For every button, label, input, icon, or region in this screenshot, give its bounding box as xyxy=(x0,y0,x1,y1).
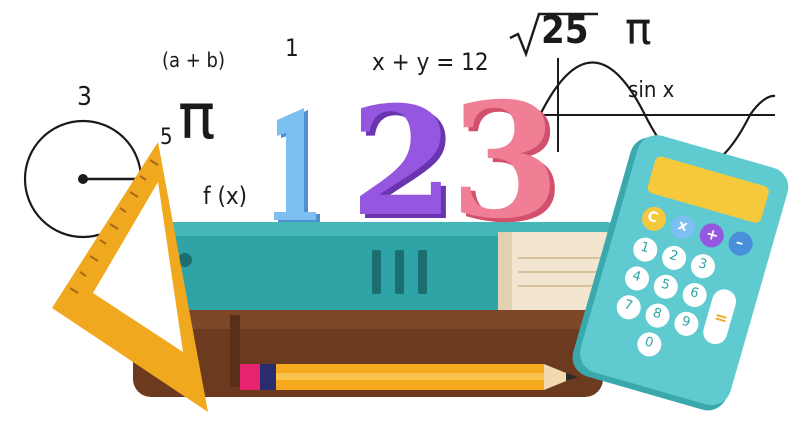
calc-key-5: 5 xyxy=(659,276,672,294)
big-number-three: 3 xyxy=(455,73,565,258)
triangle-ruler xyxy=(52,142,208,412)
calc-key-6: 6 xyxy=(688,284,701,302)
sinx-label: sin x xyxy=(628,78,675,103)
sqrt-sign xyxy=(509,12,598,58)
five-label: 5 xyxy=(160,125,173,150)
ab-label: (a + b) xyxy=(162,48,225,72)
calc-key-3: 3 xyxy=(696,256,709,273)
pi-symbol-left: π xyxy=(178,80,216,153)
svg-text:2: 2 xyxy=(350,74,454,250)
calc-key-8: 8 xyxy=(651,305,664,323)
calc-key-plus: + xyxy=(703,224,721,245)
one-label: 1 xyxy=(285,34,299,62)
illustration-graphics: 2 2 3 3 xyxy=(23,12,789,412)
math-illustration: 2 2 3 3 xyxy=(23,4,789,412)
sqrt-value: 25 xyxy=(541,8,589,52)
calc-key-0: 0 xyxy=(642,334,655,352)
radius-label: 3 xyxy=(77,82,92,112)
big-number-one xyxy=(274,108,320,222)
calc-key-c: C xyxy=(645,208,660,227)
xy-equation: x + y = 12 xyxy=(372,48,489,76)
pi-symbol-top: π xyxy=(625,4,652,55)
calc-key-x: x xyxy=(676,217,690,235)
calc-key-equals: = xyxy=(712,306,731,329)
pencil xyxy=(240,364,578,390)
calc-key-2: 2 xyxy=(667,247,680,265)
big-number-two: 2 xyxy=(355,78,459,254)
fx-label: f (x) xyxy=(203,182,248,210)
svg-text:3: 3 xyxy=(450,69,560,254)
calc-key-4: 4 xyxy=(630,268,643,286)
calc-key-minus: – xyxy=(733,232,746,253)
calc-key-7: 7 xyxy=(622,297,635,314)
teal-book xyxy=(152,222,618,310)
calculator xyxy=(572,135,789,411)
calc-key-1: 1 xyxy=(638,239,651,257)
calc-key-9: 9 xyxy=(679,313,693,331)
